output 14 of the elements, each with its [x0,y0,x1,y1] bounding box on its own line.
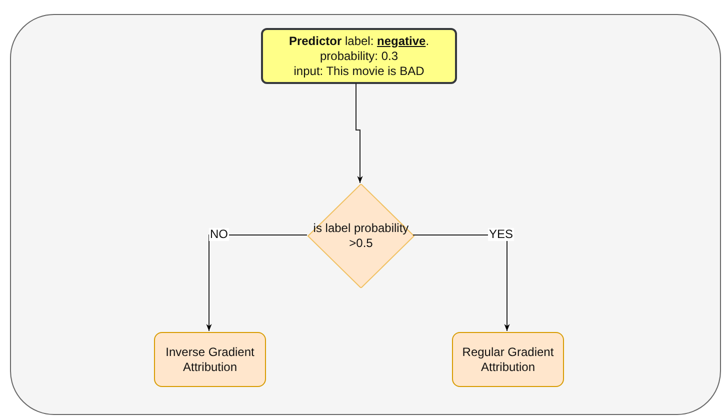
node-text: Inverse Gradient Attribution [164,344,256,374]
arrow [206,234,308,332]
edge-label: NO [209,228,229,241]
node-text: input: This movie is BAD [294,64,424,78]
process-box [452,332,564,387]
node-text: Predictor label: negative. [288,34,430,48]
container-panel [10,14,721,415]
node-text: probability: 0.3 [320,48,398,64]
predictor-box [261,28,457,84]
edge-label: YES [488,228,514,241]
arrow [356,82,363,184]
node-text: Regular Gradient Attribution [461,344,555,374]
process-box [154,332,266,387]
node-text: is label probability >0.5 [312,221,410,251]
